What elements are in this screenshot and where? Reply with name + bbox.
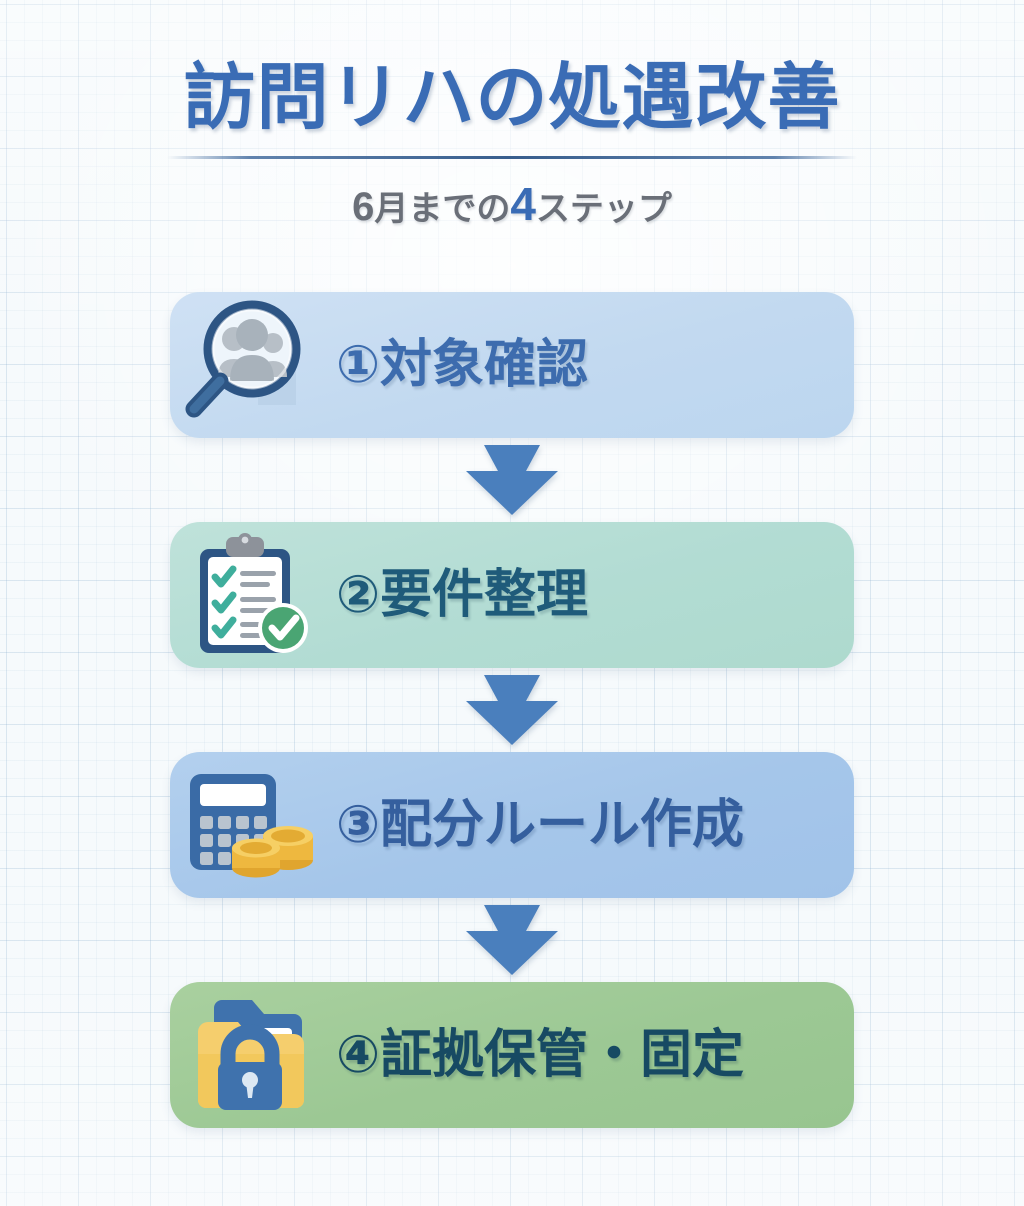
subtitle-month-number: 6 <box>352 185 375 229</box>
step-card-4[interactable]: ④証拠保管・固定 <box>170 982 854 1128</box>
subtitle-mid-text: 月までの <box>374 190 511 228</box>
step-label-4: ④証拠保管・固定 <box>336 1026 745 1084</box>
locked-folder-icon <box>170 982 330 1128</box>
step-card-3[interactable]: ③配分ルール作成 <box>170 752 854 898</box>
step-label-2: ②要件整理 <box>336 566 589 624</box>
calculator-coins-icon <box>170 752 330 898</box>
arrow-down-icon-2 <box>0 668 1024 752</box>
step-row-2: ②要件整理 <box>0 522 1024 668</box>
step-label-3: ③配分ルール作成 <box>336 796 745 854</box>
page-subtitle: 6月までの4ステップ <box>0 181 1024 227</box>
arrow-down-icon-1 <box>0 438 1024 522</box>
step-row-1: ①対象確認 <box>0 292 1024 438</box>
header: 訪問リハの処遇改善 6月までの4ステップ <box>0 0 1024 227</box>
magnifier-people-icon <box>170 292 330 438</box>
step-row-3: ③配分ルール作成 <box>0 752 1024 898</box>
subtitle-step-count: 4 <box>510 178 536 230</box>
step-card-1[interactable]: ①対象確認 <box>170 292 854 438</box>
page-title: 訪問リハの処遇改善 <box>183 58 841 138</box>
step-card-2[interactable]: ②要件整理 <box>170 522 854 668</box>
clipboard-checklist-icon <box>170 522 330 668</box>
step-label-1: ①対象確認 <box>336 336 589 394</box>
subtitle-suffix-text: ステップ <box>535 190 672 228</box>
step-row-4: ④証拠保管・固定 <box>0 982 1024 1128</box>
title-divider <box>167 156 857 159</box>
steps-flow: ①対象確認 <box>0 292 1024 1128</box>
arrow-down-icon-3 <box>0 898 1024 982</box>
